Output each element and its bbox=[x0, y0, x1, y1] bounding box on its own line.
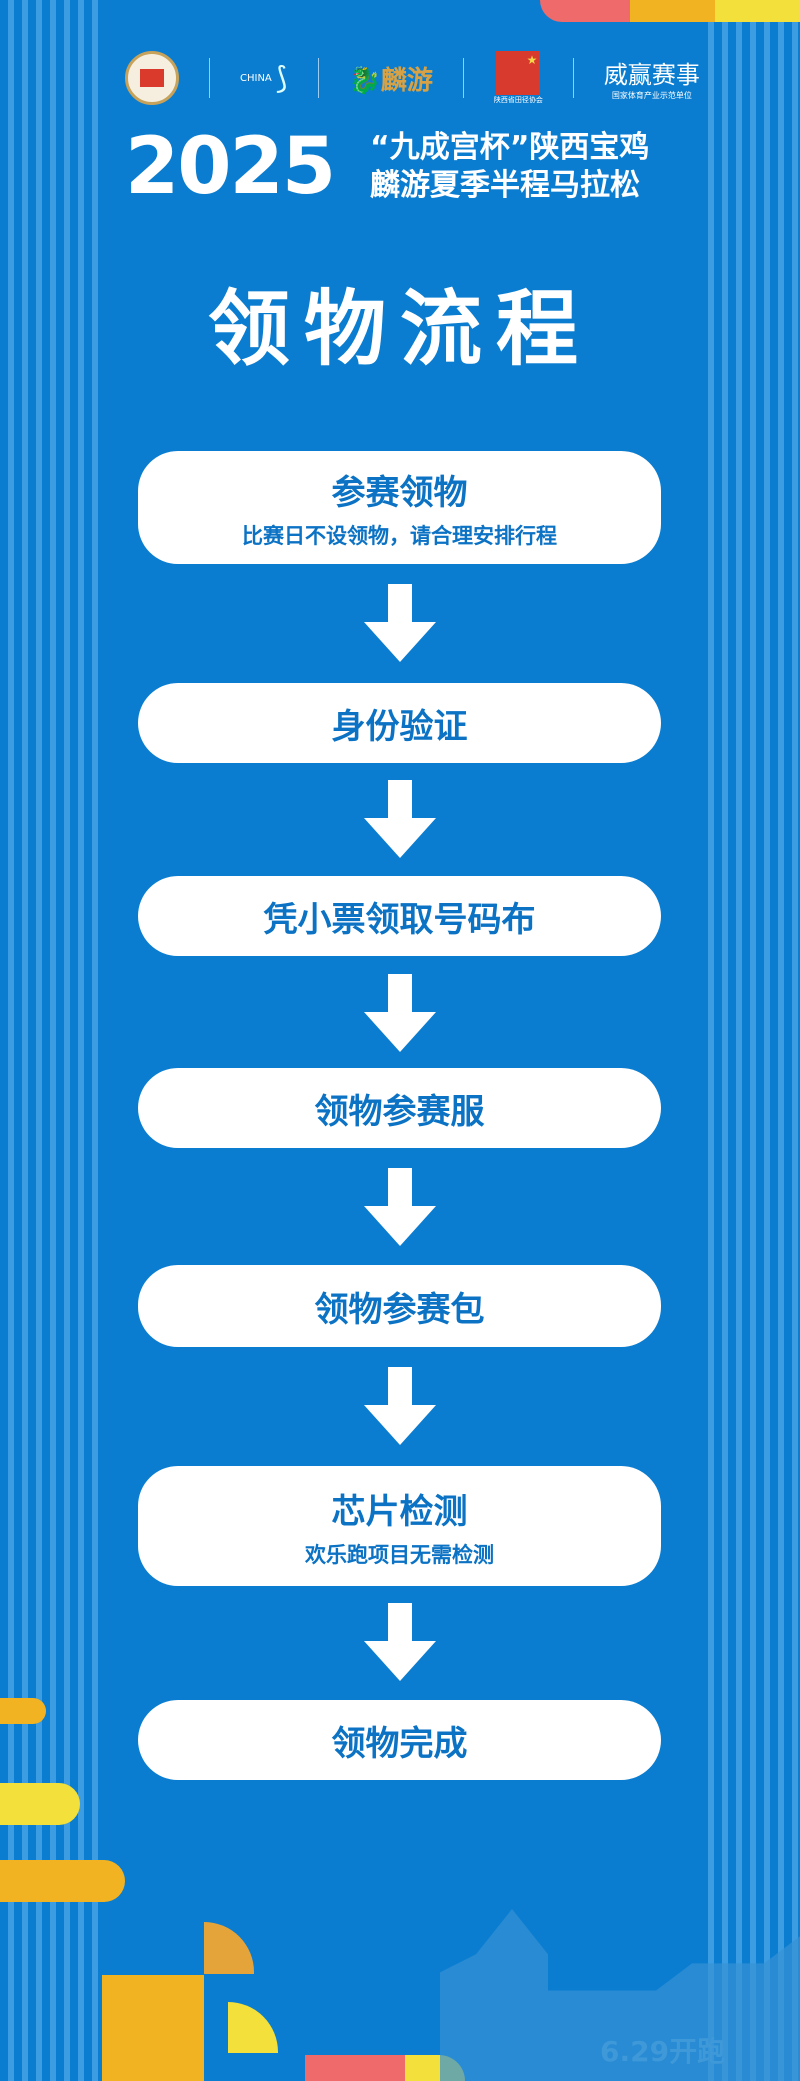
event-name: “九成宫杯”陕西宝鸡 麟游夏季半程马拉松 bbox=[370, 129, 649, 205]
arrow-down-icon bbox=[364, 1168, 436, 1246]
step-5: 领物参赛包 bbox=[138, 1265, 661, 1347]
arrow-down-icon bbox=[364, 780, 436, 858]
arrow-down-icon bbox=[364, 584, 436, 662]
deco-square-coral bbox=[305, 2055, 405, 2081]
step-note: 欢乐跑项目无需检测 bbox=[305, 1542, 494, 1567]
shaanxi-athletics-logo: 陕西省田径协会 bbox=[494, 51, 543, 105]
race-date: 6.29开跑 bbox=[600, 2035, 726, 2068]
deco-quarter-yellow bbox=[228, 2002, 278, 2053]
deco-bar-orange bbox=[0, 1698, 46, 1724]
step-note: 比赛日不设领物，请合理安排行程 bbox=[242, 524, 557, 548]
step-title: 领物参赛包 bbox=[314, 1289, 485, 1330]
event-year: 2025 bbox=[125, 122, 336, 212]
divider bbox=[209, 58, 210, 98]
right-stripes bbox=[700, 0, 800, 2081]
top-yellow-bar bbox=[715, 0, 800, 22]
step-title: 领物完成 bbox=[331, 1723, 468, 1764]
arrow-down-icon bbox=[364, 974, 436, 1052]
divider bbox=[317, 58, 319, 98]
divider bbox=[572, 58, 574, 98]
step-title: 领物参赛服 bbox=[314, 1091, 485, 1132]
china-marathon-logo: CHINA⟆ bbox=[240, 61, 288, 96]
runner-icon: ⟆ bbox=[275, 60, 288, 96]
top-orange-bar bbox=[630, 0, 715, 22]
deco-square-orange bbox=[102, 1975, 204, 2081]
step-3: 凭小票领取号码布 bbox=[138, 876, 661, 956]
event-name-line2: 麟游夏季半程马拉松 bbox=[370, 168, 640, 203]
step-title: 凭小票领取号码布 bbox=[263, 899, 536, 940]
step-title: 芯片检测 bbox=[331, 1491, 468, 1532]
page-title: 领物流程 bbox=[207, 282, 592, 377]
china-marathon-text: CHINA bbox=[240, 72, 272, 84]
weiying-subtitle: 国家体育产业示范单位 bbox=[611, 91, 692, 100]
weiying-name: 威赢赛事 bbox=[603, 61, 700, 89]
shaanxi-text: 陕西省田径协会 bbox=[493, 96, 543, 104]
left-stripes bbox=[0, 0, 100, 2081]
linyou-text: 麟游 bbox=[380, 65, 433, 96]
event-name-line1: “九成宫杯”陕西宝鸡 bbox=[370, 130, 650, 165]
step-title: 参赛领物 bbox=[331, 473, 468, 513]
linyou-logo: 🐉麟游 bbox=[349, 60, 433, 97]
step-2: 身份验证 bbox=[138, 683, 661, 763]
step-7: 领物完成 bbox=[138, 1700, 661, 1780]
top-coral-bar bbox=[540, 0, 630, 22]
weiying-logo: 威赢赛事国家体育产业示范单位 bbox=[604, 55, 700, 101]
shaanxi-emblem-icon bbox=[496, 51, 541, 95]
deco-bar-orange-2 bbox=[0, 1860, 125, 1902]
step-6: 芯片检测欢乐跑项目无需检测 bbox=[138, 1466, 661, 1586]
step-1: 参赛领物比赛日不设领物，请合理安排行程 bbox=[138, 451, 661, 564]
step-4: 领物参赛服 bbox=[138, 1068, 661, 1148]
step-title: 身份验证 bbox=[331, 706, 468, 747]
arrow-down-icon bbox=[364, 1603, 436, 1681]
divider bbox=[462, 58, 464, 98]
arrow-down-icon bbox=[364, 1367, 436, 1445]
deco-bar-yellow bbox=[0, 1783, 80, 1825]
chinese-athletics-association-logo bbox=[125, 51, 179, 105]
event-header: 2025 “九成宫杯”陕西宝鸡 麟游夏季半程马拉松 bbox=[125, 128, 685, 206]
dragon-icon: 🐉 bbox=[348, 65, 381, 96]
deco-quarter-orange bbox=[204, 1922, 254, 1974]
